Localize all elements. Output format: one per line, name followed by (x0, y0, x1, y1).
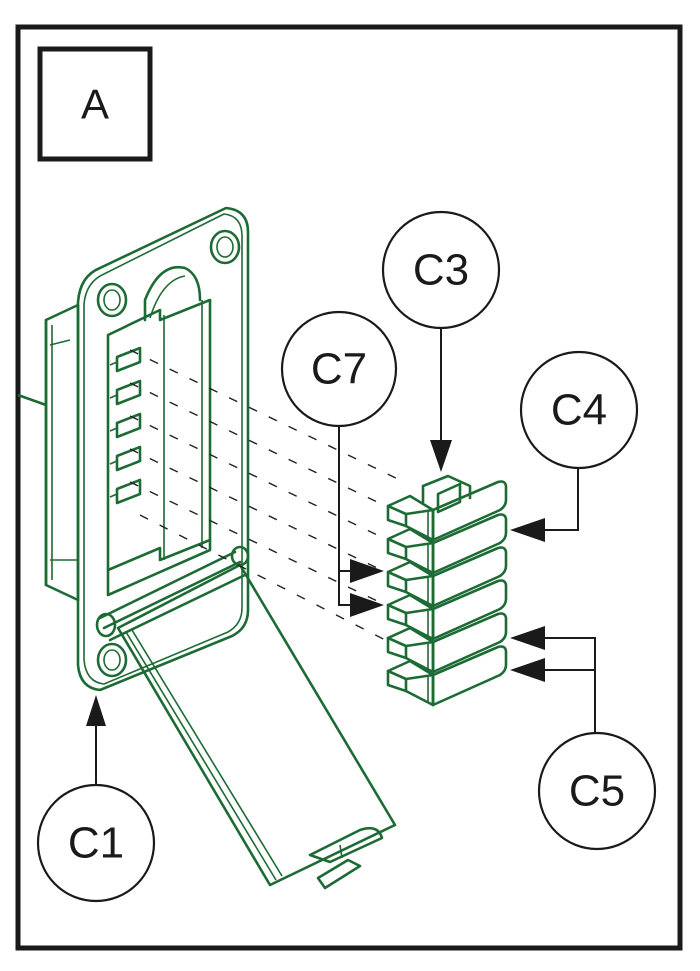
mount-edge (17, 393, 47, 407)
callout-c4[interactable]: C4 (510, 350, 639, 542)
callout-c7[interactable]: C7 (280, 310, 398, 617)
fuse-slots (109, 346, 142, 505)
panel-label-box: A (37, 46, 153, 162)
arrow-c7-upper (350, 559, 384, 583)
screw-hole-top-right (209, 229, 241, 265)
callout-c3[interactable]: C3 (381, 210, 501, 472)
fuse-stack (386, 474, 508, 707)
screw-hole-bottom (96, 642, 128, 678)
fuse-top-cap (421, 474, 472, 514)
arrow-c3 (430, 440, 452, 472)
fuse (386, 579, 508, 641)
fuse (386, 513, 508, 575)
callout-label-c7: C7 (311, 345, 367, 394)
arrow-c1 (86, 695, 106, 726)
screw-hole-top-left (96, 282, 128, 318)
projection-lines (129, 349, 401, 646)
lid-latch (308, 826, 384, 890)
fuse (386, 612, 508, 674)
arrow-c4 (510, 518, 545, 542)
callout-label-c4: C4 (551, 386, 607, 435)
callout-c1[interactable]: C1 (36, 695, 156, 903)
arrow-c5-lower (510, 658, 545, 682)
callout-label-c1: C1 (68, 819, 124, 868)
callout-c5[interactable]: C5 (510, 626, 657, 851)
panel-label: A (81, 81, 109, 128)
arrow-c5-upper (510, 626, 545, 650)
fuse (386, 480, 508, 542)
arrow-c7-lower (350, 593, 384, 617)
fuse-holder-housing (44, 206, 250, 692)
hinged-lid (116, 563, 397, 890)
diagram-frame (15, 24, 683, 951)
fuse (386, 546, 508, 608)
callout-label-c5: C5 (569, 767, 625, 816)
callout-label-c3: C3 (413, 246, 469, 295)
